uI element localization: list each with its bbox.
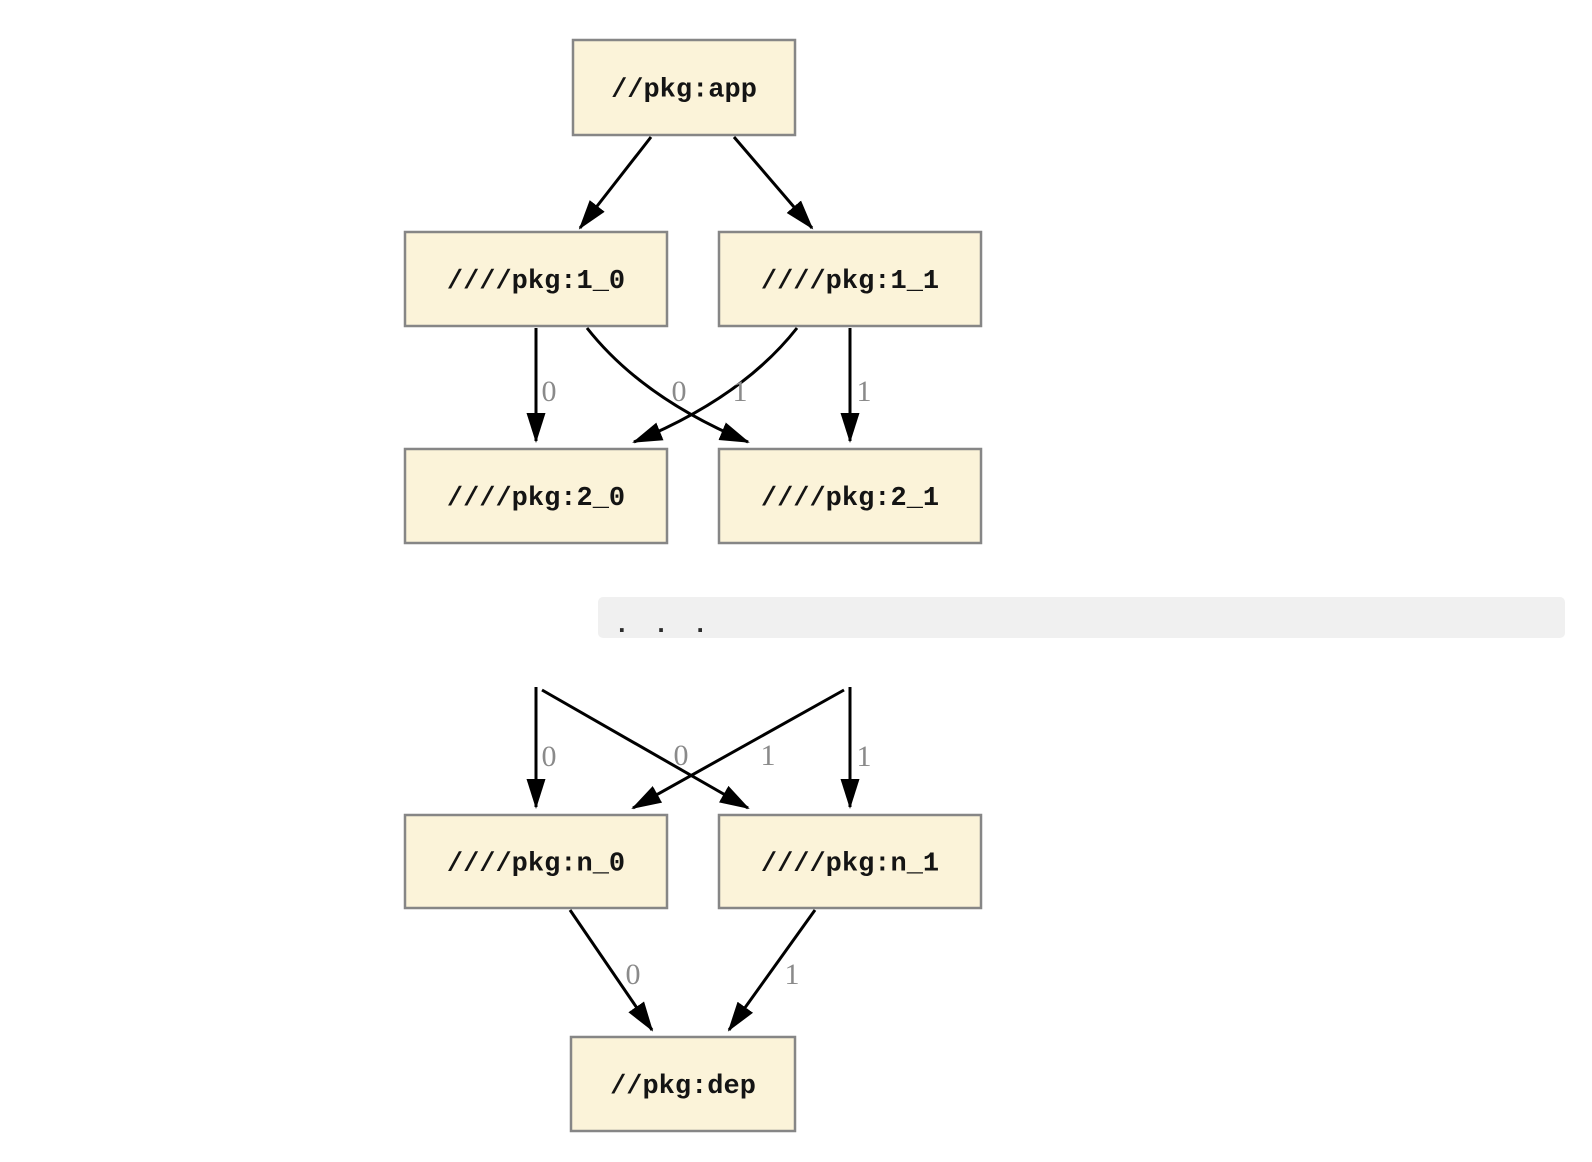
node-label-n_0: ////pkg:n_0 xyxy=(447,850,625,880)
node-n_1: ////pkg:n_1 xyxy=(717,813,983,910)
node-box-n_0 xyxy=(403,813,669,910)
ellipsis-text: . . . xyxy=(614,610,712,640)
edge-app-to-1_0 xyxy=(578,136,653,230)
node-1_1: ////pkg:1_1 xyxy=(717,230,983,328)
node-2_0: ////pkg:2_0 xyxy=(403,447,669,545)
node-app: //pkg:app xyxy=(571,38,797,137)
node-1_0: ////pkg:1_0 xyxy=(403,230,669,328)
node-2_1: ////pkg:2_1 xyxy=(717,447,983,545)
edge-label-ellipsis-to-n_0: 0 xyxy=(674,739,689,772)
edge-1_1-to-2_0 xyxy=(632,327,799,444)
ellipsis-code-bar xyxy=(598,597,1565,638)
edge-app-to-1_1 xyxy=(732,136,814,230)
node-box-1_0 xyxy=(403,230,669,328)
edge-n_1-to-dep xyxy=(727,909,817,1032)
node-box-dep xyxy=(569,1035,797,1133)
node-box-n_1 xyxy=(717,813,983,910)
edge-label-n_0-to-dep: 0 xyxy=(626,958,641,991)
node-dep: //pkg:dep xyxy=(569,1035,797,1133)
node-box-2_0 xyxy=(403,447,669,545)
node-label-app: //pkg:app xyxy=(611,76,757,106)
edge-label-n_1-to-dep: 1 xyxy=(785,958,800,991)
node-box-1_1 xyxy=(717,230,983,328)
node-label-dep: //pkg:dep xyxy=(610,1072,756,1102)
edge-ellipsis-to-n_0 xyxy=(631,688,845,810)
node-label-1_1: ////pkg:1_1 xyxy=(761,267,939,297)
edge-1_0-to-2_1 xyxy=(585,327,750,444)
edge-label-1_1-to-2_1: 1 xyxy=(857,375,872,408)
edge-label-1_0-to-2_0: 0 xyxy=(542,375,557,408)
edge-label-ellipsis-to-n_1: 1 xyxy=(857,740,872,773)
edge-ellipsis-to-n_1 xyxy=(541,688,750,810)
node-n_0: ////pkg:n_0 xyxy=(403,813,669,910)
node-box-2_1 xyxy=(717,447,983,545)
node-label-1_0: ////pkg:1_0 xyxy=(447,267,625,297)
node-label-2_0: ////pkg:2_0 xyxy=(447,484,625,514)
node-box-app xyxy=(571,38,797,137)
edge-label-ellipsis-to-n_1: 1 xyxy=(761,739,776,772)
edge-n_0-to-dep xyxy=(568,909,654,1032)
node-label-2_1: ////pkg:2_1 xyxy=(761,484,939,514)
node-label-n_1: ////pkg:n_1 xyxy=(761,850,939,880)
edge-label-ellipsis-to-n_0: 0 xyxy=(542,740,557,773)
edge-label-1_1-to-2_0: 0 xyxy=(672,375,687,408)
edge-label-1_0-to-2_1: 1 xyxy=(733,375,748,408)
